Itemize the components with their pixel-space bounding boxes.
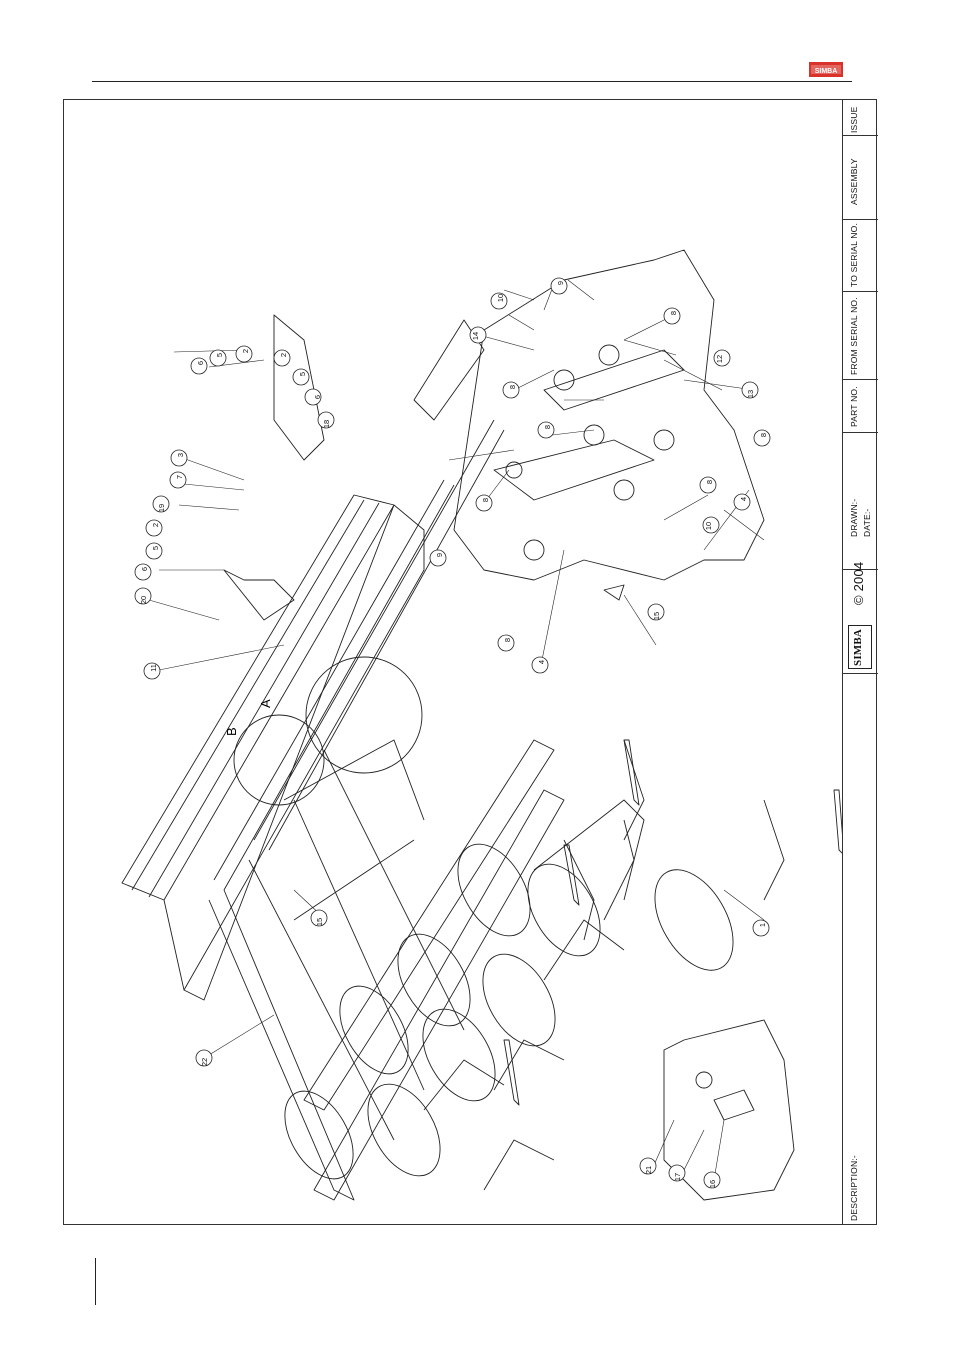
svg-text:14: 14 — [471, 332, 480, 340]
svg-text:8: 8 — [705, 480, 714, 484]
callout-22: 22 — [196, 1050, 212, 1066]
svg-text:8: 8 — [503, 638, 512, 642]
svg-text:1: 1 — [758, 923, 767, 927]
callout-5c: 5 — [293, 369, 309, 385]
svg-text:6: 6 — [196, 361, 205, 365]
callout-6c: 6 — [305, 389, 322, 405]
callout-8b: 8 — [498, 635, 514, 651]
svg-text:8: 8 — [481, 498, 490, 502]
callout-5b: 5 — [210, 350, 226, 366]
callout-11: 11 — [144, 663, 160, 679]
svg-text:22: 22 — [200, 1058, 209, 1066]
svg-text:15: 15 — [652, 612, 661, 620]
svg-text:6: 6 — [313, 395, 322, 399]
svg-text:3: 3 — [176, 453, 185, 457]
svg-text:9: 9 — [435, 553, 444, 557]
svg-text:9: 9 — [556, 281, 565, 285]
callout-1: 1 — [753, 920, 769, 936]
callout-15a: 15 — [648, 604, 664, 620]
svg-text:4: 4 — [537, 660, 546, 664]
svg-text:16: 16 — [708, 1180, 717, 1188]
footer-rule — [95, 1258, 96, 1305]
svg-text:11: 11 — [149, 664, 158, 672]
callout-15b: 15 — [311, 910, 327, 926]
callout-2b: 2 — [236, 346, 252, 362]
svg-text:2: 2 — [279, 353, 288, 357]
description-label: DESCRIPTION:- — [849, 1155, 859, 1221]
date-label: DATE:- — [862, 509, 872, 537]
title-block: ISSUE ASSEMBLY TO SERIAL NO. FROM SERIAL… — [842, 99, 877, 1225]
svg-text:13: 13 — [746, 390, 755, 398]
svg-text:SIMBA: SIMBA — [815, 68, 838, 75]
callout-10a: 10 — [491, 293, 507, 309]
from-serial-label: FROM SERIAL NO. — [849, 297, 859, 375]
svg-text:10: 10 — [704, 522, 713, 530]
callout-6b: 6 — [191, 358, 207, 374]
view-label-b: B — [224, 727, 239, 736]
assembly-label: ASSEMBLY — [849, 158, 859, 205]
svg-text:5: 5 — [215, 353, 224, 357]
callout-21: 21 — [640, 1158, 656, 1174]
svg-text:20: 20 — [139, 596, 148, 604]
part-no-label: PART NO. — [849, 386, 859, 427]
svg-text:7: 7 — [175, 475, 184, 479]
svg-text:12: 12 — [715, 355, 724, 363]
callout-9b: 9 — [551, 278, 567, 294]
svg-text:21: 21 — [644, 1166, 653, 1174]
svg-text:8: 8 — [543, 425, 552, 429]
copyright-text: © 2004 — [851, 562, 866, 605]
callout-16: 16 — [704, 1172, 720, 1188]
callout-8c: 8 — [503, 382, 519, 398]
callout-9a: 9 — [430, 550, 446, 566]
to-serial-label: TO SERIAL NO. — [849, 223, 859, 287]
svg-text:6: 6 — [140, 567, 149, 571]
header-rule — [92, 81, 852, 82]
callout-6a: 6 — [135, 564, 151, 580]
view-label-a: A — [258, 699, 273, 708]
callout-13: 13 — [742, 382, 758, 398]
callout-8f: 8 — [754, 430, 770, 446]
callout-17: 17 — [669, 1165, 685, 1181]
svg-text:5: 5 — [298, 372, 307, 376]
exploded-assembly-drawing: A B 1 2 2 2 3 4 4 5 5 5 6 6 6 7 8 8 8 8 … — [64, 100, 842, 1224]
callout-4b: 4 — [734, 494, 750, 510]
callout-2a: 2 — [146, 520, 162, 536]
callout-8e: 8 — [664, 308, 680, 324]
callout-7: 7 — [170, 472, 186, 488]
svg-text:17: 17 — [673, 1173, 682, 1181]
issue-label: ISSUE — [849, 106, 859, 133]
callout-8g: 8 — [700, 477, 716, 493]
svg-text:8: 8 — [669, 311, 678, 315]
svg-text:10: 10 — [496, 294, 505, 302]
callout-5a: 5 — [146, 543, 162, 559]
callout-4a: 4 — [532, 657, 548, 673]
callout-2c: 2 — [274, 350, 290, 366]
svg-text:4: 4 — [739, 497, 748, 501]
svg-text:15: 15 — [315, 918, 324, 926]
svg-text:19: 19 — [157, 504, 166, 512]
simba-logo-icon: SIMBA — [808, 59, 844, 79]
svg-text:5: 5 — [151, 546, 160, 550]
callout-8a: 8 — [476, 495, 492, 511]
svg-text:8: 8 — [508, 385, 517, 389]
callout-20: 20 — [135, 588, 151, 604]
svg-text:2: 2 — [151, 523, 160, 527]
simba-brand-logo: SIMBA — [848, 625, 872, 669]
brand-text: SIMBA — [852, 629, 864, 666]
callout-3: 3 — [171, 450, 187, 466]
callout-18: 18 — [318, 412, 334, 428]
callout-14: 14 — [470, 327, 486, 343]
callout-19: 19 — [153, 496, 169, 512]
svg-text:2: 2 — [241, 349, 250, 353]
callout-12: 12 — [714, 350, 730, 366]
callout-8d: 8 — [538, 422, 554, 438]
svg-text:8: 8 — [759, 433, 768, 437]
callout-10b: 10 — [703, 517, 719, 533]
drawn-label: DRAWN:- — [849, 499, 859, 537]
svg-text:18: 18 — [322, 420, 331, 428]
